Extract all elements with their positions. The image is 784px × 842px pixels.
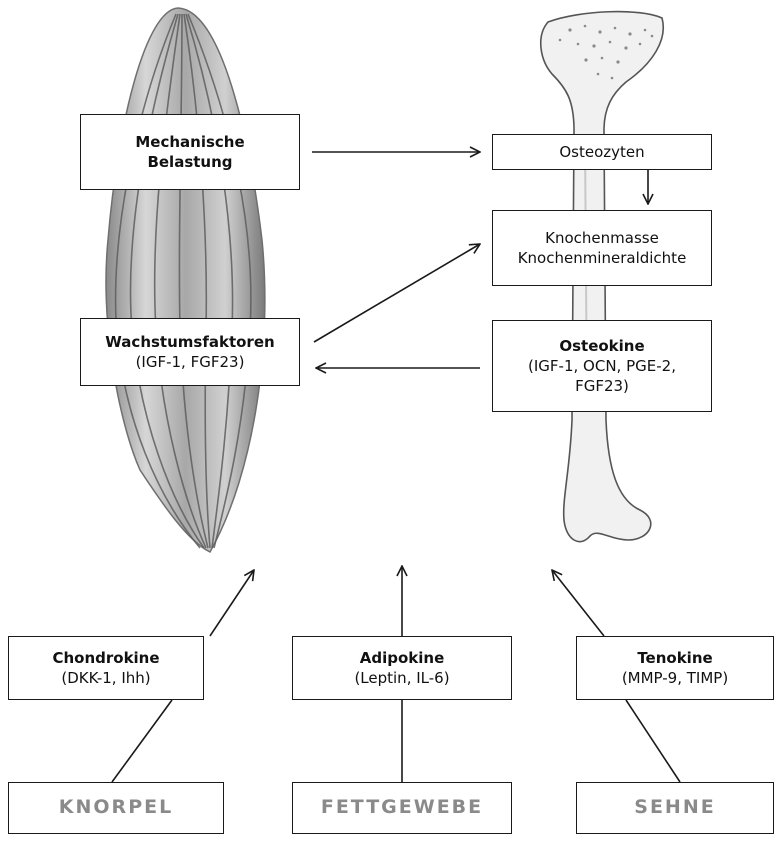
arrow-growth-factors-to-bone-mass <box>314 244 480 342</box>
osteocytes-label: Osteozyten <box>559 142 644 162</box>
bone-mass-line1: Knochenmasse <box>545 228 659 248</box>
adipokines-box: Adipokine (Leptin, IL-6) <box>292 636 512 700</box>
osteokines-title: Osteokine <box>559 336 644 356</box>
adipokines-title: Adipokine <box>360 648 445 668</box>
arrow-tenokines-up <box>552 570 604 636</box>
chondrokines-detail: (DKK-1, Ihh) <box>61 668 150 688</box>
cartilage-box: KNORPEL <box>8 782 224 834</box>
growth-factors-detail: (IGF-1, FGF23) <box>136 352 245 372</box>
growth-factors-box: Wachstumsfaktoren (IGF-1, FGF23) <box>80 318 300 386</box>
cartilage-label: KNORPEL <box>59 795 173 821</box>
tenokines-box: Tenokine (MMP-9, TIMP) <box>576 636 774 700</box>
osteokines-box: Osteokine (IGF-1, OCN, PGE-2, FGF23) <box>492 320 712 412</box>
tenokines-detail: (MMP-9, TIMP) <box>622 668 728 688</box>
osteokines-detail1: (IGF-1, OCN, PGE-2, <box>528 356 676 376</box>
mechanical-load-line2: Belastung <box>147 152 232 172</box>
adipokines-detail: (Leptin, IL-6) <box>354 668 449 688</box>
chondrokines-title: Chondrokine <box>52 648 159 668</box>
fat-tissue-label: FETTGEWEBE <box>321 795 483 821</box>
osteocytes-box: Osteozyten <box>492 134 712 170</box>
tendon-label: SEHNE <box>634 795 715 821</box>
bone-mass-line2: Knochenmineraldichte <box>518 248 687 268</box>
mechanical-load-line1: Mechanische <box>135 132 244 152</box>
tendon-box: SEHNE <box>576 782 774 834</box>
line-tendon-to-tenokines <box>626 700 680 782</box>
fat-tissue-box: FETTGEWEBE <box>292 782 512 834</box>
growth-factors-title: Wachstumsfaktoren <box>105 332 274 352</box>
muscle-illustration <box>106 8 265 552</box>
chondrokines-box: Chondrokine (DKK-1, Ihh) <box>8 636 204 700</box>
mechanical-load-box: Mechanische Belastung <box>80 114 300 190</box>
line-cartilage-to-chondrokines <box>112 700 172 782</box>
tenokines-title: Tenokine <box>637 648 712 668</box>
bone-mass-box: Knochenmasse Knochenmineraldichte <box>492 210 712 286</box>
osteokines-detail2: FGF23) <box>575 376 629 396</box>
arrow-chondrokines-up <box>210 570 254 636</box>
